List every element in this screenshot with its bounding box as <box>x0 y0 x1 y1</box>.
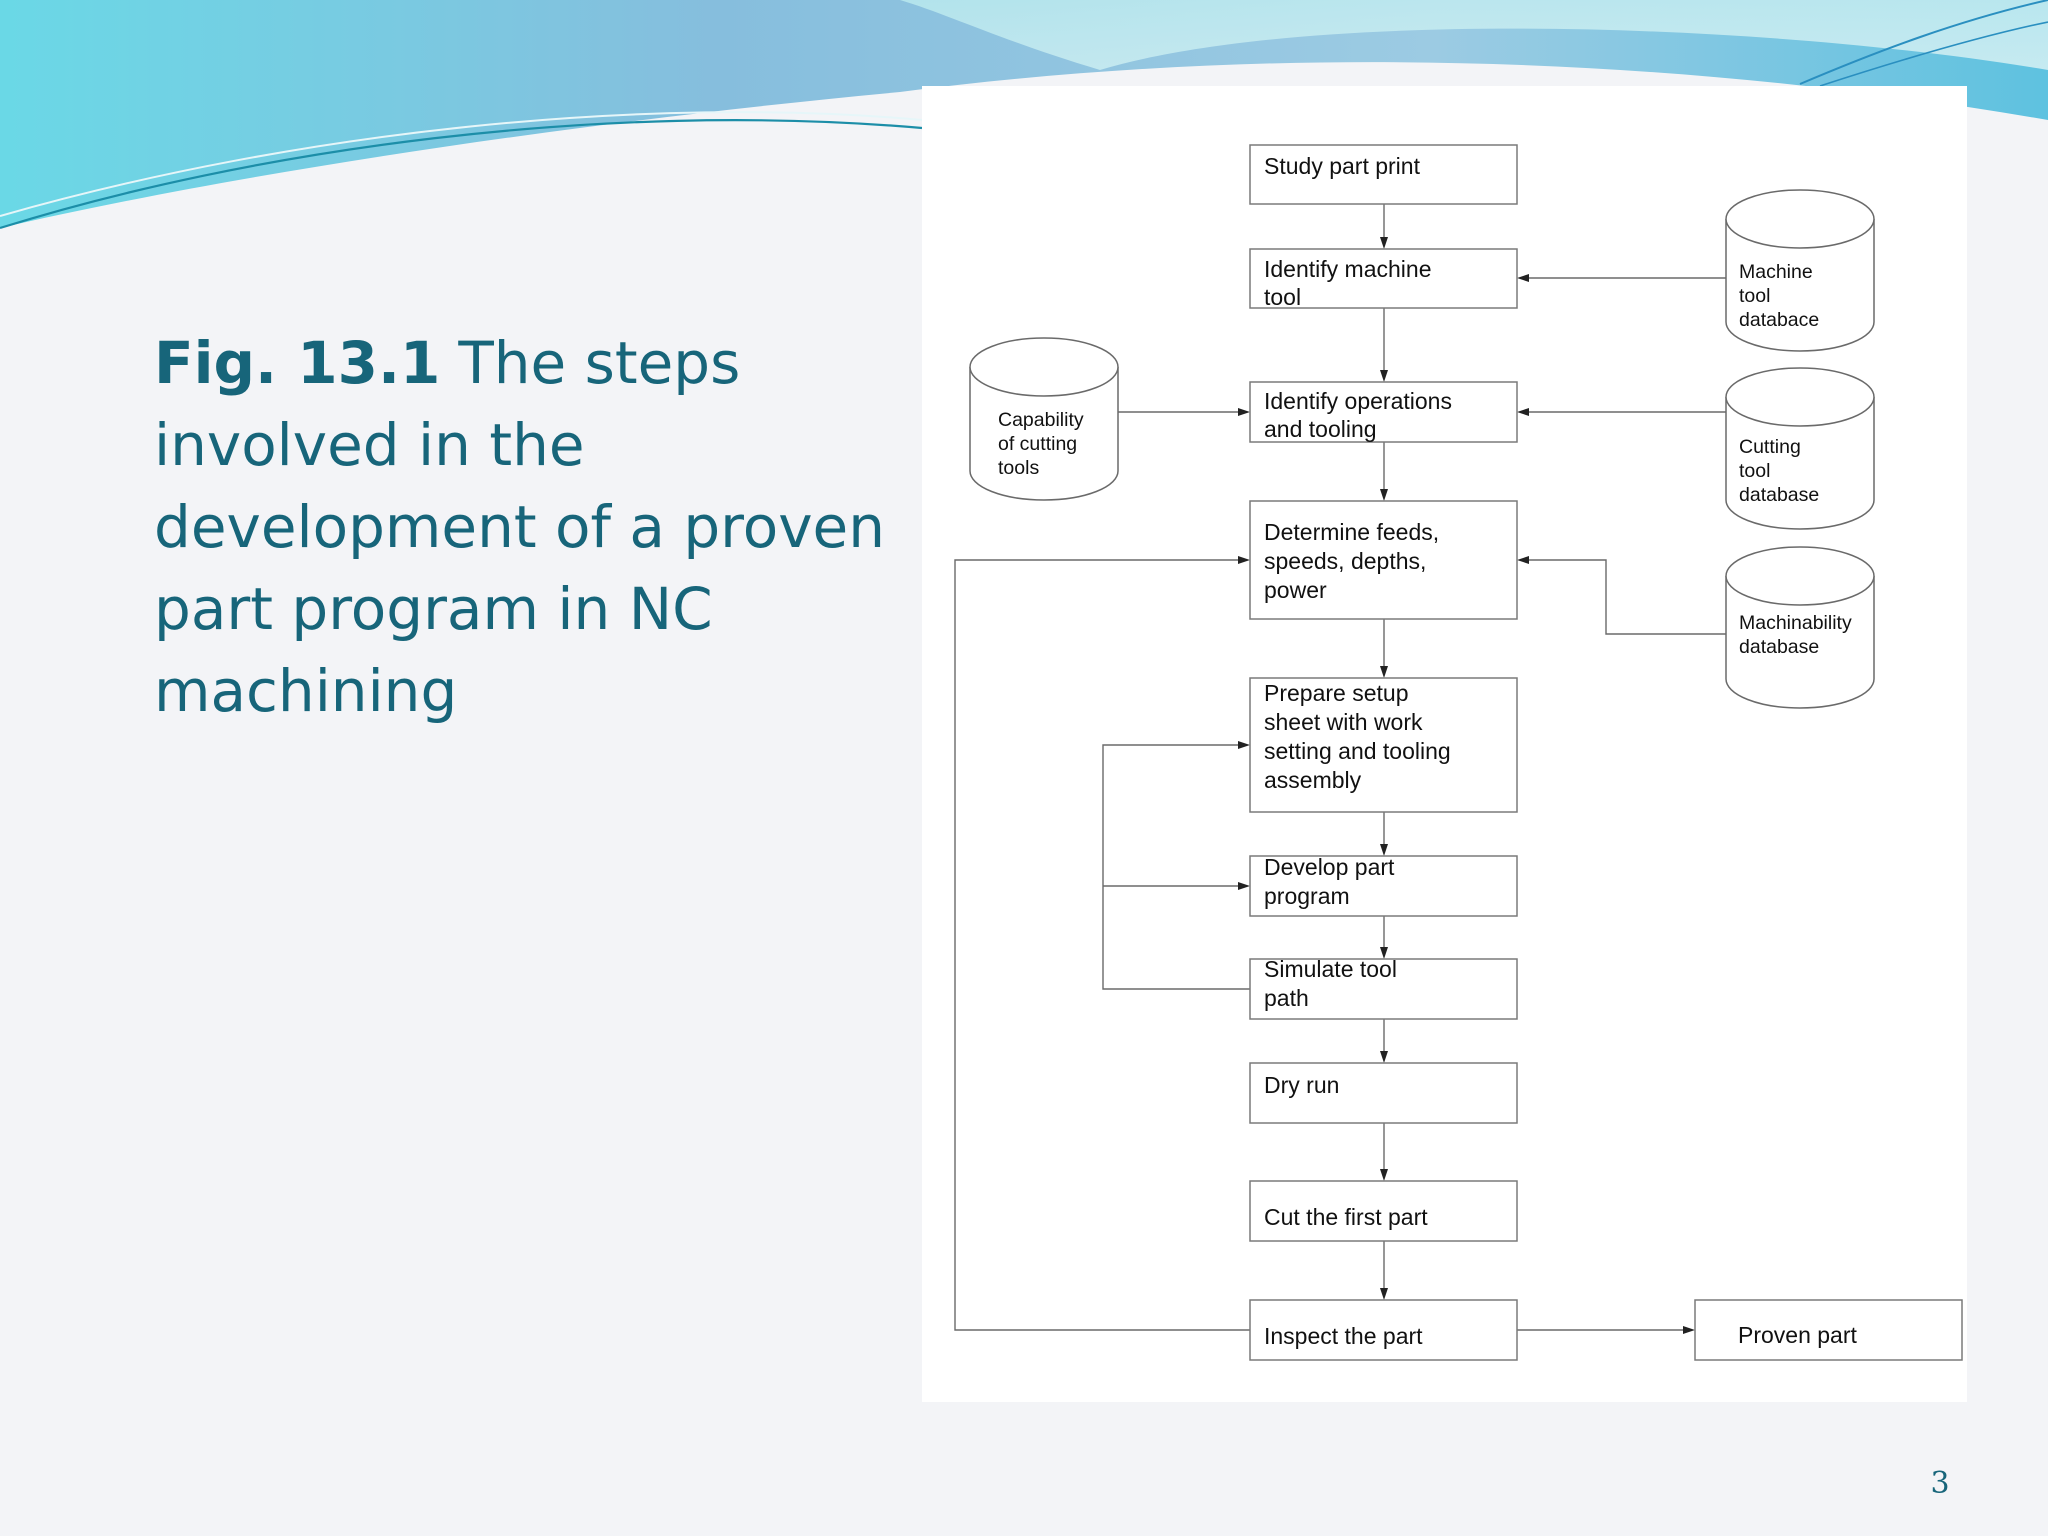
caption-line: development of a proven <box>154 493 886 561</box>
feedback-loop <box>954 559 1250 1331</box>
step-label: Dry run <box>1264 1072 1339 1098</box>
caption-line: part program in NC <box>154 575 713 643</box>
database-cutting-tool: Cutting tool database <box>1725 367 1875 530</box>
step-label: Identify machine <box>1264 256 1431 282</box>
caption-line: machining <box>154 657 458 725</box>
wave-line-1 <box>0 119 923 230</box>
database-label: tool <box>1739 460 1770 482</box>
database-label: database <box>1739 636 1819 658</box>
database-cutting-capability: Capability of cutting tools <box>969 337 1119 501</box>
step-label: Cut the first part <box>1264 1204 1428 1230</box>
step-label: program <box>1264 883 1350 909</box>
step-develop-part-program: Develop part program <box>1249 854 1518 917</box>
arrowhead <box>1238 556 1250 564</box>
database-label: tool <box>1739 285 1770 307</box>
database-label: Capability <box>998 409 1084 431</box>
top-wave-light <box>900 0 2048 70</box>
arrowhead <box>1380 666 1388 678</box>
step-label: tool <box>1264 284 1301 310</box>
step-dry-run: Dry run <box>1249 1062 1518 1124</box>
step-label: Develop part <box>1264 854 1395 880</box>
step-label: assembly <box>1264 767 1362 793</box>
arrowhead <box>1238 882 1250 890</box>
arrowhead <box>1380 947 1388 959</box>
step-label: Identify operations <box>1264 388 1452 414</box>
arrowhead <box>1380 370 1388 382</box>
arrowhead <box>1380 1288 1388 1300</box>
arrowhead <box>1683 1326 1695 1334</box>
database-label: of cutting <box>998 433 1077 455</box>
step-cut-first-part: Cut the first part <box>1249 1180 1518 1242</box>
step-prepare-setup-sheet: Prepare setup sheet with work setting an… <box>1249 677 1518 813</box>
database-label: tools <box>998 457 1039 479</box>
step-study-part-print: Study part print <box>1249 144 1518 205</box>
flowchart: Study part print Identify machine tool I… <box>954 144 1963 1361</box>
step-label: and tooling <box>1264 416 1377 442</box>
connector <box>1524 559 1726 635</box>
step-label: Simulate tool <box>1264 956 1397 982</box>
wave-line-2 <box>0 111 923 217</box>
arrowhead <box>1238 741 1250 749</box>
step-label: power <box>1264 577 1327 603</box>
page-number: 3 <box>1930 1466 1950 1501</box>
arrowhead <box>1380 1169 1388 1181</box>
step-label: Study part print <box>1264 153 1421 179</box>
database-machine-tool: Machine tool databace <box>1725 189 1875 352</box>
step-label: sheet with work <box>1264 709 1423 735</box>
arrowhead <box>1380 489 1388 501</box>
database-label: database <box>1739 484 1819 506</box>
figure-number: Fig. 13.1 <box>154 329 441 397</box>
step-label: Inspect the part <box>1264 1323 1423 1349</box>
arrowhead <box>1517 408 1529 416</box>
database-label: databace <box>1739 309 1819 331</box>
step-label: Prepare setup <box>1264 680 1408 706</box>
database-machinability: Machinability database <box>1725 546 1875 709</box>
step-label: speeds, depths, <box>1264 548 1426 574</box>
wave-line-4 <box>1819 21 2048 87</box>
database-label: Machine <box>1739 261 1813 283</box>
arrowhead <box>1380 844 1388 856</box>
database-label: Cutting <box>1739 436 1801 458</box>
connectors <box>954 204 1726 1334</box>
database-label: Machinability <box>1739 612 1852 634</box>
feedback-loop <box>1102 744 1250 990</box>
arrowhead <box>1517 274 1529 282</box>
step-label: path <box>1264 985 1309 1011</box>
step-identify-operations: Identify operations and tooling <box>1249 381 1518 443</box>
arrowhead <box>1517 556 1529 564</box>
step-identify-machine-tool: Identify machine tool <box>1249 248 1518 310</box>
step-label: Proven part <box>1738 1322 1858 1348</box>
top-wave-band <box>0 0 2048 228</box>
caption-line: involved in the <box>154 411 585 479</box>
arrowhead <box>1380 1051 1388 1063</box>
step-simulate-tool-path: Simulate tool path <box>1249 956 1518 1020</box>
step-inspect-part: Inspect the part <box>1249 1299 1518 1361</box>
arrowhead <box>1380 237 1388 249</box>
output-proven-part: Proven part <box>1694 1299 1963 1361</box>
step-label: Determine feeds, <box>1264 519 1439 545</box>
arrowhead <box>1238 408 1250 416</box>
step-determine-feeds: Determine feeds, speeds, depths, power <box>1249 500 1518 620</box>
wave-line-3 <box>1799 0 2048 85</box>
step-label: setting and tooling <box>1264 738 1451 764</box>
caption-line: The steps <box>458 329 741 397</box>
